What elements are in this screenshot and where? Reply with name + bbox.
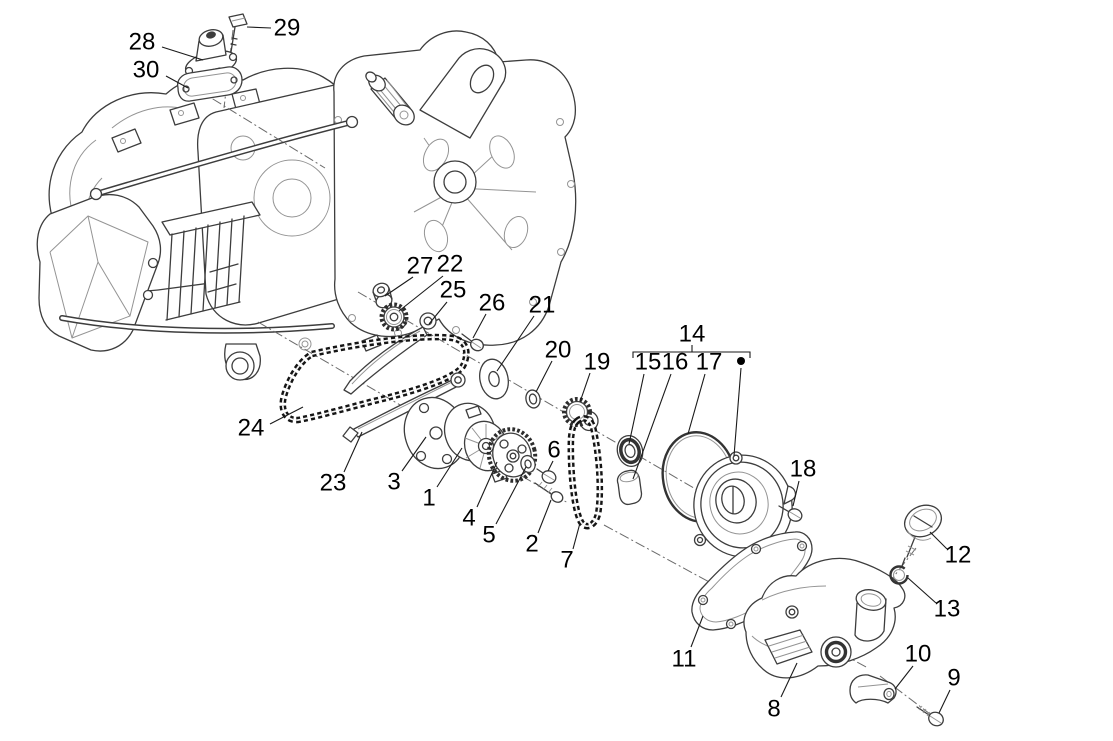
callout-leader-line xyxy=(907,577,937,604)
callout-leader-line xyxy=(690,615,704,648)
callout-leader-line xyxy=(384,276,414,297)
engine-crankcase xyxy=(36,30,577,381)
callout-leader-line xyxy=(495,466,527,525)
callout-label-29: 29 xyxy=(274,15,301,42)
callout-leader-line xyxy=(572,522,581,550)
callout-label-2: 2 xyxy=(525,531,538,558)
o-ring-13 xyxy=(889,565,909,585)
bolt-18 xyxy=(778,505,803,522)
callout-leader-line xyxy=(780,662,798,698)
callout-label-15: 15 xyxy=(635,349,662,376)
tensioner-bolt-29 xyxy=(228,13,248,53)
callout-label-11: 11 xyxy=(672,646,697,673)
callout-leader-line xyxy=(496,315,535,372)
spline-shaft xyxy=(365,71,415,126)
screw-6 xyxy=(536,468,557,484)
callout-label-16: 16 xyxy=(662,349,689,376)
callout-leader-line xyxy=(535,360,553,393)
callout-label-6: 6 xyxy=(547,437,560,464)
spacer-ring-20 xyxy=(525,389,541,409)
callout-leader-line xyxy=(436,447,463,488)
callout-leader-line xyxy=(792,480,800,507)
cam-chain-24 xyxy=(279,333,470,424)
kit-dot-marker xyxy=(737,357,745,365)
oil-pump-chain-7 xyxy=(567,415,604,530)
callout-leader-line xyxy=(537,499,552,534)
callout-label-8: 8 xyxy=(767,696,780,723)
oil-seal-15 xyxy=(616,435,644,467)
bolt-2 xyxy=(534,481,564,503)
callout-label-3: 3 xyxy=(387,469,400,496)
callout-label-30: 30 xyxy=(133,57,160,84)
callout-leader-line xyxy=(398,275,444,312)
callout-leader-line xyxy=(687,373,706,435)
callout-leader-line xyxy=(401,436,427,472)
washer-5 xyxy=(520,454,536,474)
callout-label-28: 28 xyxy=(129,29,156,56)
callout-leader-line xyxy=(476,461,498,508)
tensioner-gasket-30 xyxy=(176,66,243,102)
callout-label-1: 1 xyxy=(422,485,435,512)
bushing-27 xyxy=(372,282,393,309)
oil-pump-cover-8 xyxy=(743,557,906,679)
callout-label-24: 24 xyxy=(238,415,265,442)
callout-label-5: 5 xyxy=(482,522,495,549)
callout-leader-line xyxy=(343,431,363,473)
oil-dipstick-12 xyxy=(901,504,942,567)
center-axis-line xyxy=(257,321,569,504)
callout-label-19: 19 xyxy=(584,349,611,376)
callout-label-4: 4 xyxy=(462,505,475,532)
center-axis-line xyxy=(879,675,931,715)
callout-label-18: 18 xyxy=(790,456,817,483)
callout-leader-line xyxy=(428,301,448,325)
callout-label-10: 10 xyxy=(905,641,932,668)
callout-leader-line xyxy=(269,406,304,425)
callout-label-13: 13 xyxy=(934,596,961,623)
gasket-11 xyxy=(691,531,813,631)
callout-leader-line xyxy=(628,373,645,445)
callout-label-7: 7 xyxy=(560,547,573,574)
callout-leader-line xyxy=(165,75,189,89)
callout-leader-line xyxy=(161,46,204,61)
callout-label-12: 12 xyxy=(945,542,972,569)
bracket-10 xyxy=(849,674,897,704)
bolt-26 xyxy=(461,333,484,352)
pump-drive-sprocket-19 xyxy=(562,397,599,432)
washer-21 xyxy=(479,358,509,400)
callout-label-17: 17 xyxy=(696,349,723,376)
callout-label-26: 26 xyxy=(479,290,506,317)
callout-leader-line xyxy=(579,372,591,403)
callout-leader-line xyxy=(938,689,951,714)
callout-label-9: 9 xyxy=(947,665,960,692)
callout-label-22: 22 xyxy=(437,251,464,278)
bolt-9 xyxy=(916,705,944,727)
callout-label-25: 25 xyxy=(440,277,467,304)
cylinder-fins xyxy=(161,201,261,321)
callout-leader-line xyxy=(632,373,672,480)
callout-leader-line xyxy=(929,531,948,550)
callout-leader-line xyxy=(472,313,487,339)
callout-leader-line xyxy=(733,367,742,457)
chain-guide-23 xyxy=(342,372,466,443)
callout-label-23: 23 xyxy=(320,470,347,497)
callout-label-14: 14 xyxy=(679,321,706,348)
callout-label-21: 21 xyxy=(529,292,556,319)
callout-leader-line xyxy=(246,26,272,29)
callout-label-20: 20 xyxy=(545,337,572,364)
timing-sprocket-22 xyxy=(379,302,409,332)
tappet-16 xyxy=(616,469,643,506)
callout-leader-line xyxy=(894,665,914,690)
callout-label-27: 27 xyxy=(407,253,434,280)
callout-leader-line xyxy=(547,460,554,472)
